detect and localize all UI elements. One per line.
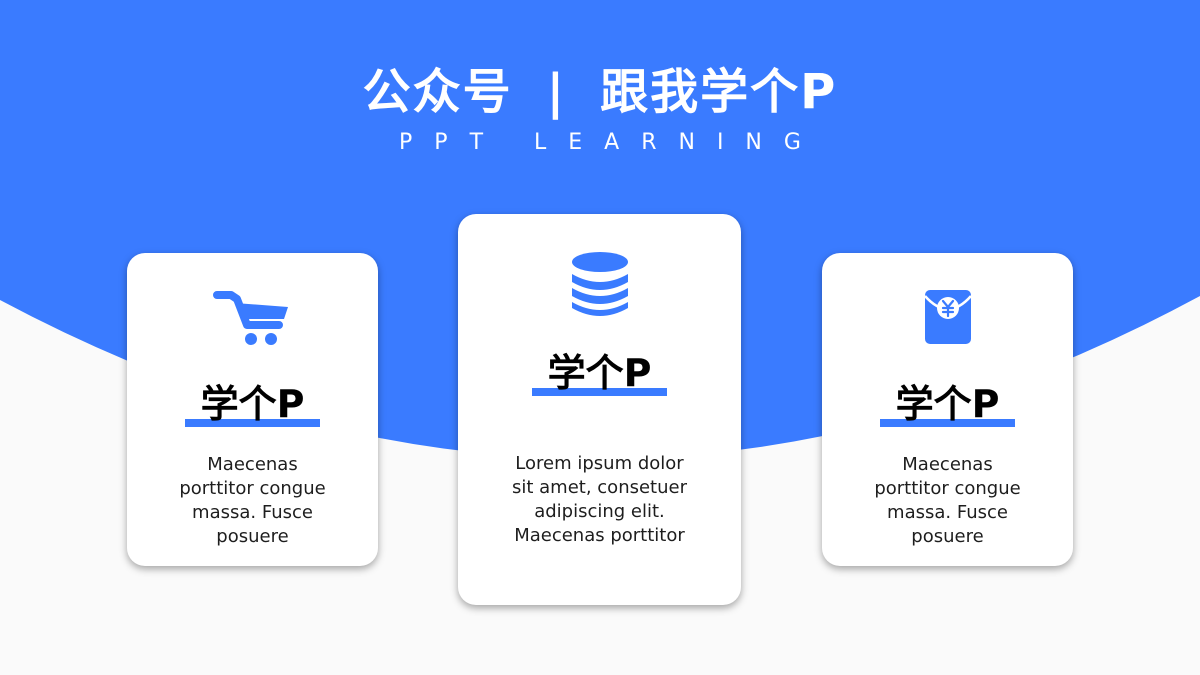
feature-card-middle: 学个P Lorem ipsum dolor sit amet, consetue… xyxy=(458,214,741,605)
database-icon xyxy=(571,252,628,316)
feature-card-right: 学个P Maecenas porttitor congue massa. Fus… xyxy=(822,253,1073,566)
card-heading: 学个P xyxy=(184,381,321,427)
title-right: 跟我学个P xyxy=(600,64,838,120)
card-heading: 学个P xyxy=(879,381,1016,427)
red-envelope-yuan-icon xyxy=(923,290,972,344)
feature-card-left: 学个P Maecenas porttitor congue massa. Fus… xyxy=(127,253,378,566)
card-description: Maecenas porttitor congue massa. Fusce p… xyxy=(179,454,326,547)
title-left: 公众号 xyxy=(362,64,513,120)
title-separator: | xyxy=(546,64,567,120)
page-subtitle: PPT LEARNING xyxy=(399,130,823,155)
page-title: 公众号 | 跟我学个P xyxy=(0,56,1200,128)
card-description: Maecenas porttitor congue massa. Fusce p… xyxy=(874,454,1021,547)
header: 公众号 | 跟我学个P PPT LEARNING xyxy=(0,56,1200,158)
card-heading: 学个P xyxy=(531,350,668,396)
shopping-cart-icon xyxy=(212,291,288,345)
card-description: Lorem ipsum dolor sit amet, consetuer ad… xyxy=(511,453,687,546)
